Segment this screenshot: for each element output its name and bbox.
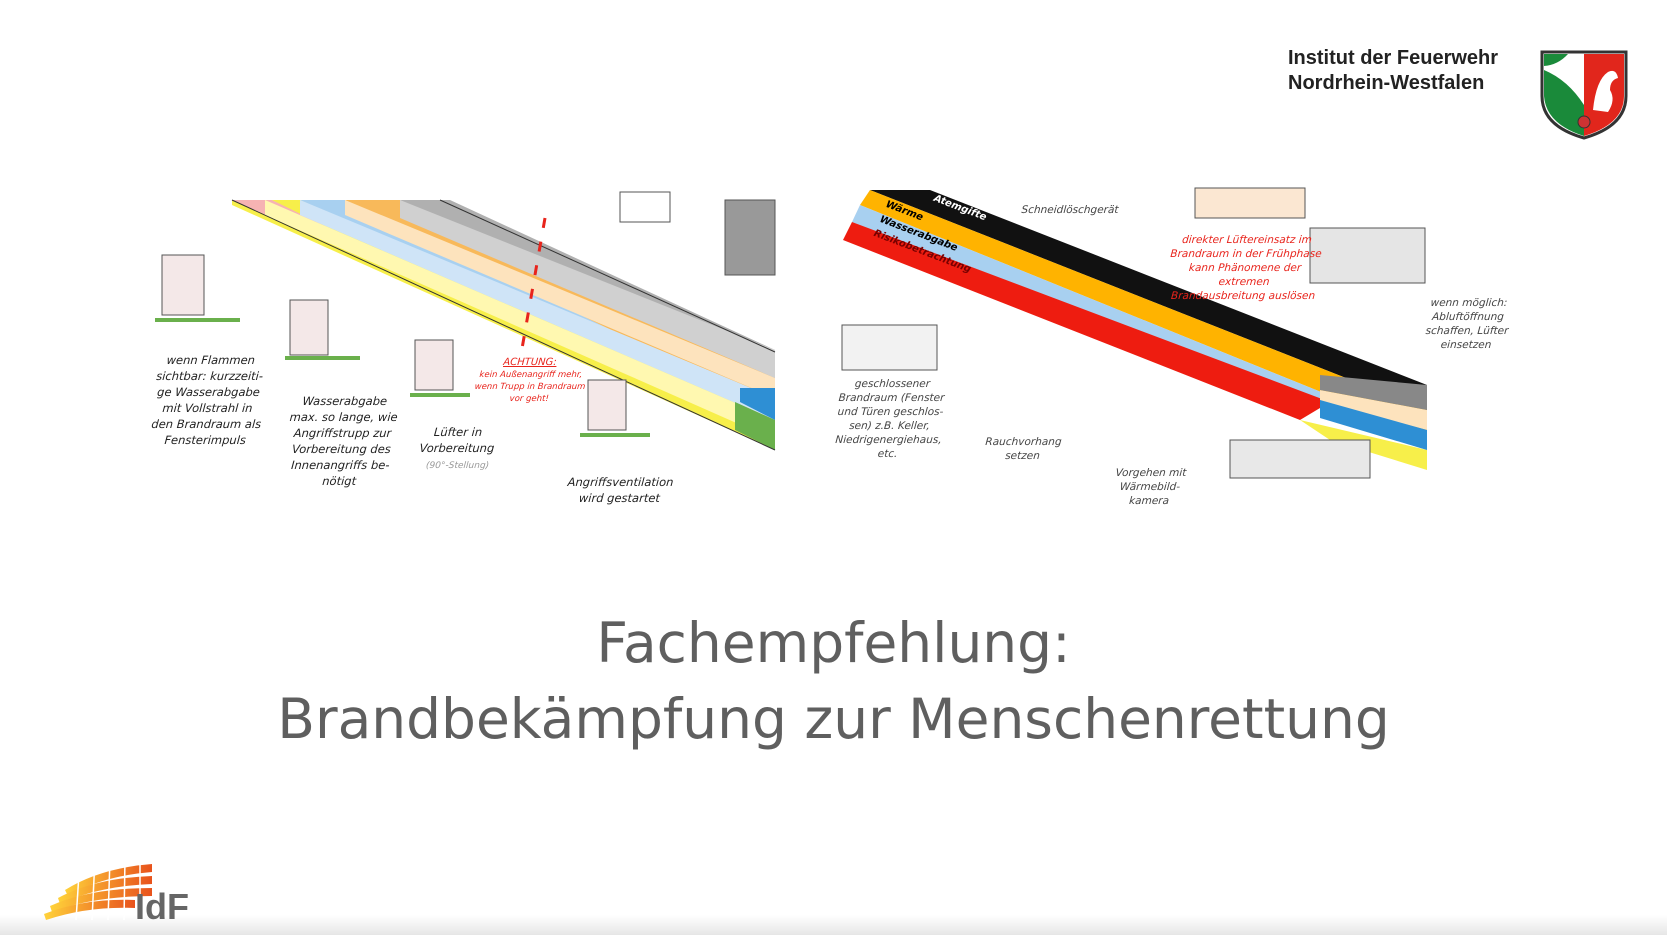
caption-angriffsventilation: Angriffsventilation wird gestartet — [567, 475, 674, 505]
note-luefter-warning: direkter Lüftereinsatz im Brandraum in d… — [1169, 234, 1323, 302]
institute-name: Institut der Feuerwehr Nordrhein-Westfal… — [1288, 46, 1498, 96]
right-timeline-bands — [843, 190, 1427, 470]
caption-geschlossener-brandraum: geschlossener Brandraum (Fenster und Tür… — [834, 378, 945, 460]
caption-abluftoeffnung: wenn möglich: Abluftöffnung schaffen, Lü… — [1425, 297, 1509, 351]
fan-note: (90°-Stellung) — [425, 461, 490, 471]
nrw-coat-of-arms-icon — [1540, 50, 1628, 140]
caption-wasserabgabe: Wasserabgabe max. so lange, wie Angriffs… — [289, 394, 399, 488]
idf-logo-icon — [44, 858, 152, 920]
caption-waermebildkamera: Vorgehen mit Wärmebild- kamera — [1115, 467, 1187, 507]
title-line2: Brandbekämpfung zur Menschenrettung — [277, 687, 1390, 751]
note-schneidloeschgeraet: Schneidlöschgerät — [1021, 204, 1119, 216]
caption-luefter: Lüfter in Vorbereitung — [419, 425, 495, 455]
bottom-bar — [0, 915, 1667, 935]
caption-fensterimpuls: wenn Flammen sichtbar: kurzzeiti- ge Was… — [150, 353, 264, 447]
left-timeline-bands — [231, 199, 776, 451]
title-line1: Fachempfehlung: — [596, 611, 1071, 675]
institute-line2: Nordrhein-Westfalen — [1288, 72, 1485, 94]
tactics-illustration — [155, 187, 1427, 479]
house-sketches — [155, 191, 776, 437]
warning-text: kein Außenangriff mehr, wenn Trupp in Br… — [474, 370, 586, 404]
caption-rauchvorhang: Rauchvorhang setzen — [984, 436, 1063, 462]
idf-logo-text: IdF — [135, 886, 189, 927]
warning-title: ACHTUNG: — [502, 357, 558, 368]
institute-line1: Institut der Feuerwehr — [1288, 47, 1499, 69]
